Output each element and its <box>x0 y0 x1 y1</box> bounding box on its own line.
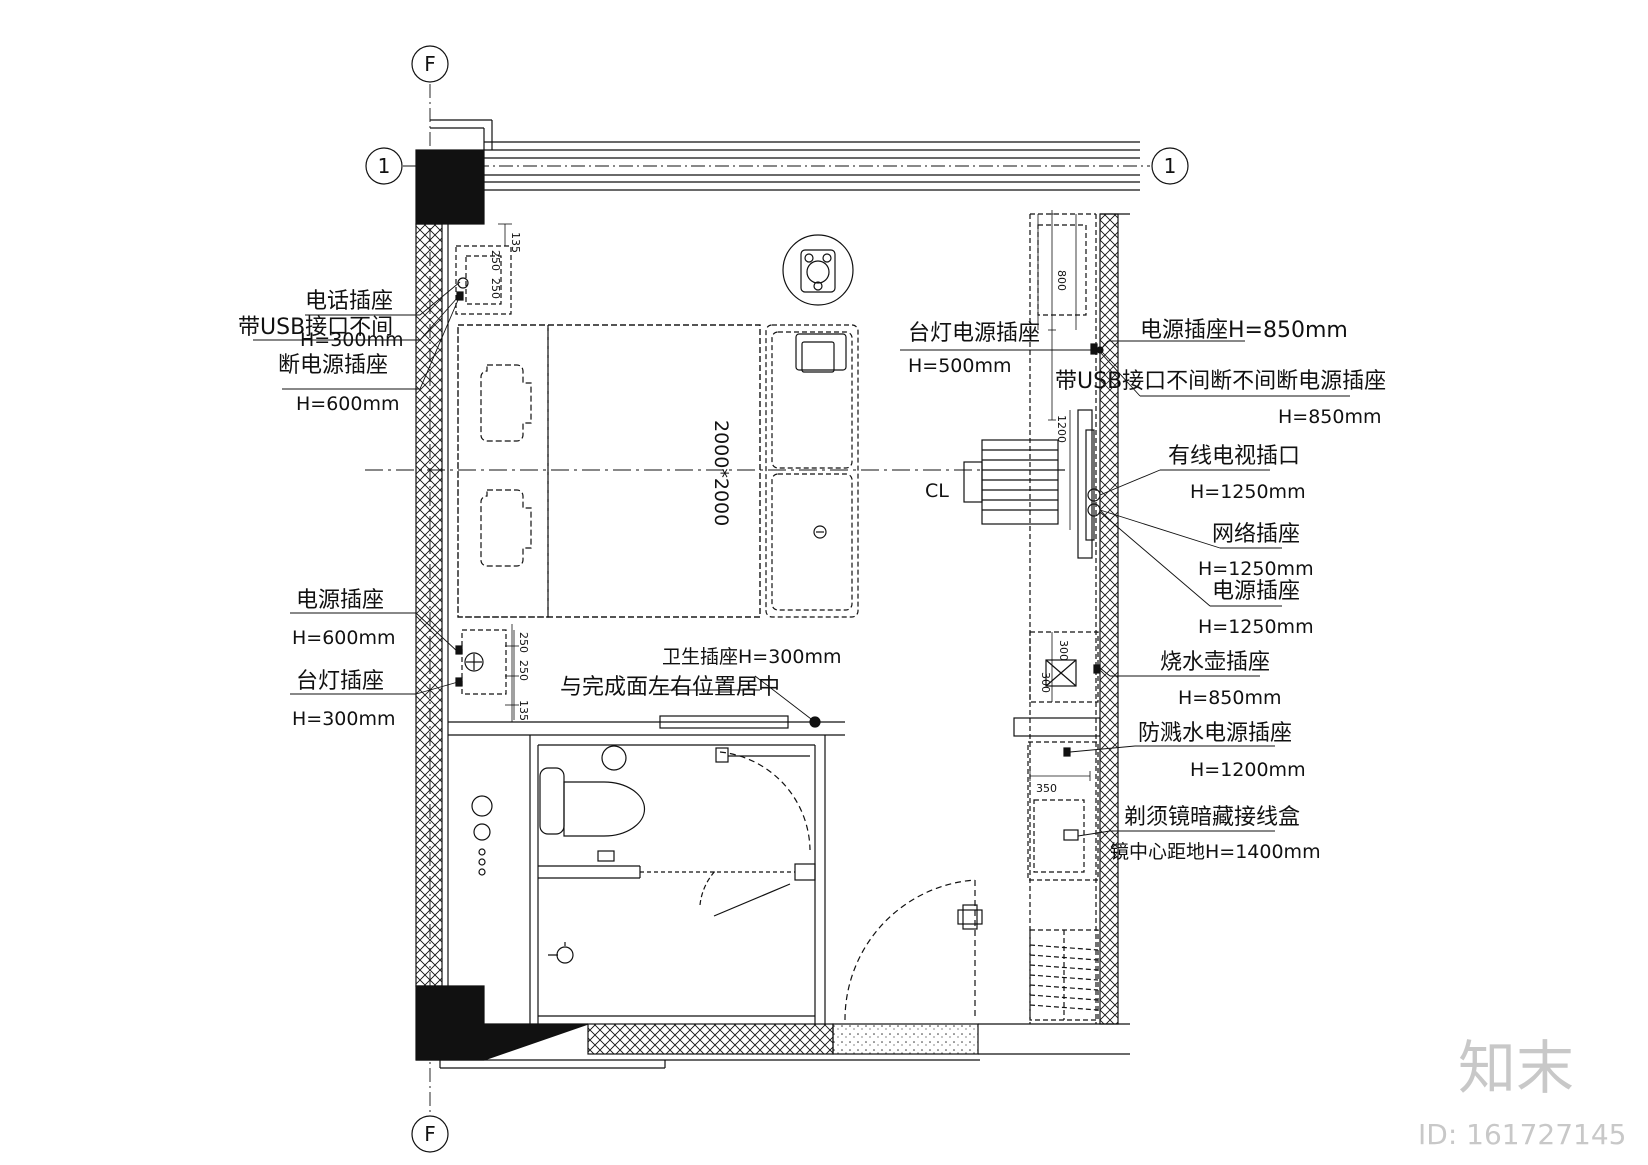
bedside-table-top <box>455 245 512 315</box>
axis-bubble-right <box>1151 147 1189 185</box>
right-wall <box>1099 213 1119 1025</box>
floor-lamp-icon <box>782 234 854 306</box>
label-splash-height: H=1200mm <box>1190 759 1306 781</box>
dimension-label: 1200 <box>1055 415 1068 443</box>
label-mirror: 剃须镜暗藏接线盒 <box>1124 805 1300 830</box>
label-network: 网络插座 <box>1212 522 1300 547</box>
label-desk-lamp-height: H=500mm <box>908 355 1012 377</box>
desk-cabinet <box>1029 213 1097 1024</box>
axis-bubble-bottom <box>411 1115 449 1153</box>
label-catv-height: H=1250mm <box>1190 481 1306 503</box>
dimension-label: 250 <box>517 632 530 653</box>
kettle-icon <box>1045 659 1077 687</box>
watermark-brand: 知末 <box>1458 1034 1574 1102</box>
window-wall <box>430 119 1140 191</box>
label-network-height: H=1250mm <box>1198 558 1314 580</box>
left-wall <box>415 223 443 987</box>
axis-label-right: 1 <box>1164 154 1177 178</box>
minibar-shelf <box>1013 717 1101 737</box>
label-power-height: H=600mm <box>292 627 396 649</box>
axis-bubble-top <box>411 45 449 83</box>
axis-label-bottom: F <box>424 1122 436 1146</box>
label-lamp-height: H=300mm <box>292 708 396 730</box>
label-desk-lamp-socket: 台灯电源插座 <box>908 321 1040 346</box>
sofa <box>765 324 859 618</box>
bottom-wall <box>416 1023 1130 1069</box>
label-lamp-socket: 台灯插座 <box>296 669 384 694</box>
label-kettle: 烧水壶插座 <box>1160 650 1270 675</box>
dimension-label: 800 <box>1055 270 1068 291</box>
wardrobe <box>1029 929 1099 1021</box>
socket-symbols-right <box>1063 343 1104 841</box>
dimension-label: 300 <box>1039 672 1052 693</box>
label-usb-socket-line1: 带USB接口不间 <box>238 315 393 340</box>
dimension-label: 250 <box>489 250 502 271</box>
toilet-icon <box>539 745 646 837</box>
label-kettle-height: H=850mm <box>1178 687 1282 709</box>
label-power-850: 电源插座H=850mm <box>1140 318 1348 343</box>
axis-bubble-left <box>365 147 403 185</box>
bedside-table-bottom <box>461 629 507 695</box>
label-usb-height: H=600mm <box>296 393 400 415</box>
entry-door <box>844 879 983 1021</box>
bed <box>457 324 761 618</box>
label-phone-height: H=300mm <box>300 329 404 351</box>
dimension-label: 250 <box>489 278 502 299</box>
watermark-id: ID: 161727145 <box>1418 1118 1626 1151</box>
dimension-label: 250 <box>517 660 530 681</box>
label-usb-socket-line2: 断电源插座 <box>278 353 388 378</box>
cushion-icon <box>795 333 847 373</box>
kettle-station <box>1029 631 1099 703</box>
axis-label-top: F <box>424 52 436 76</box>
label-usb-850: 带USB接口不间断不间断电源插座 <box>1055 369 1386 394</box>
column-top-left <box>415 149 485 225</box>
phone-icon <box>813 525 827 539</box>
shower-icon <box>548 942 574 964</box>
axis-label-left: 1 <box>378 154 391 178</box>
tv-panel <box>1069 409 1095 559</box>
label-mirror-height: 镜中心距地H=1400mm <box>1110 841 1321 863</box>
label-hygiene-socket: 卫生插座H=300mm <box>662 646 842 668</box>
bathroom-door <box>699 747 811 917</box>
label-usb-850-height: H=850mm <box>1278 406 1382 428</box>
label-catv: 有线电视插口 <box>1168 444 1300 469</box>
bed-size-label: 2000*2000 <box>710 420 732 526</box>
desk-chair-icon <box>963 439 1065 525</box>
basin-fixtures <box>471 795 493 876</box>
label-power-1250: 电源插座 <box>1212 579 1300 604</box>
dimension-label: 135 <box>517 700 530 721</box>
dimension-label: 300 <box>1057 640 1070 661</box>
dimension-ticks <box>505 210 1091 781</box>
mirror-cabinet <box>1027 741 1099 881</box>
dimension-label: 350 <box>1036 782 1057 795</box>
socket-symbols-left <box>455 277 484 687</box>
label-splash: 防溅水电源插座 <box>1138 721 1292 746</box>
label-power-socket: 电源插座 <box>296 588 384 613</box>
label-phone-socket: 电话插座 <box>305 289 393 314</box>
leader-lines <box>253 281 1350 837</box>
tissue-holder-icon <box>597 850 615 862</box>
bathroom <box>448 715 845 1024</box>
dimension-label: 135 <box>509 232 522 253</box>
center-line-label: CL <box>925 480 949 502</box>
column-bottom-left <box>415 985 589 1061</box>
label-power-1250-height: H=1250mm <box>1198 616 1314 638</box>
label-hygiene-note: 与完成面左右位置居中 <box>560 675 780 700</box>
